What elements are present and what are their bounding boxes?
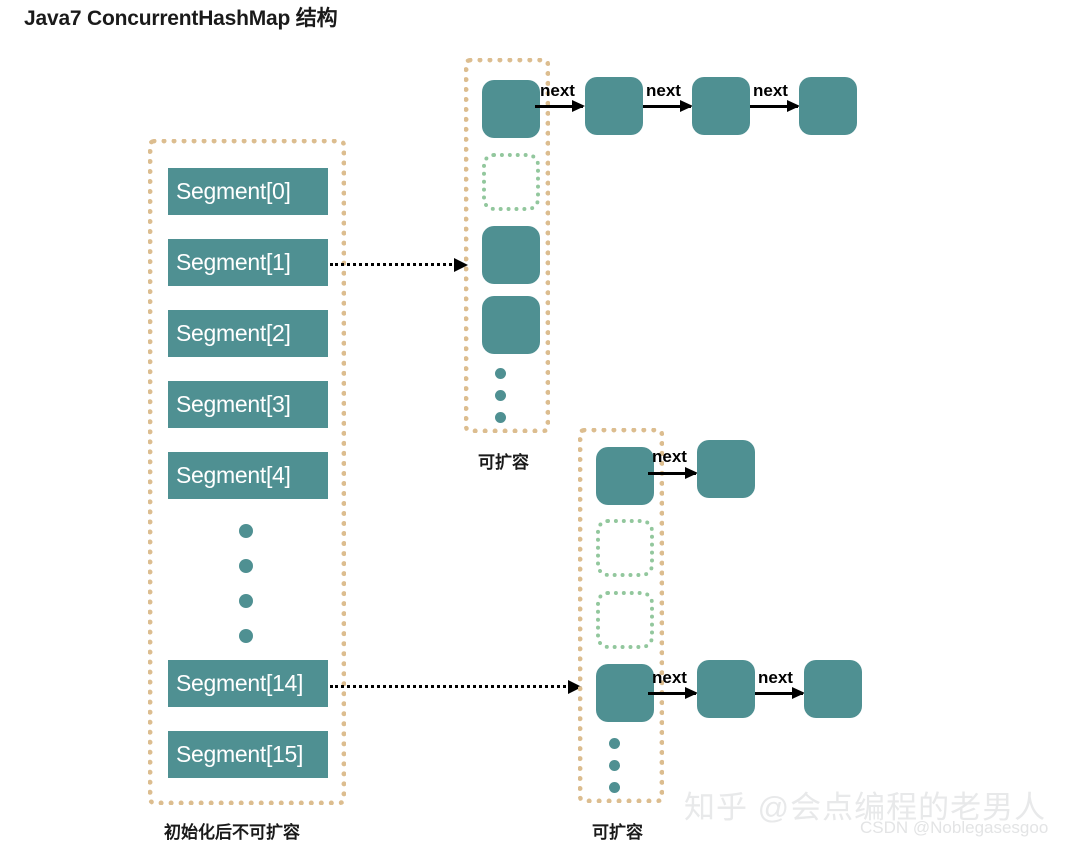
segment-ellipsis-dot [239, 524, 253, 538]
table-b-slot-0-node[interactable] [596, 447, 654, 505]
table-a-next-arrow-2 [750, 100, 800, 112]
table-b-slot-3-node[interactable] [596, 664, 654, 722]
table-b-top-next-label-0: next [652, 447, 687, 466]
table-a-slot-0-node[interactable] [482, 80, 540, 138]
table-a-slot-1-empty [482, 153, 540, 211]
table-a-chain-node-2[interactable] [692, 77, 750, 135]
segment-item-1[interactable]: Segment[1] [168, 239, 328, 286]
table-b-bot-chain-node-2[interactable] [804, 660, 862, 718]
table-a-ellipsis-dot [495, 368, 506, 379]
table-a-slot-3-node[interactable] [482, 296, 540, 354]
table-a-chain-node-3[interactable] [799, 77, 857, 135]
table-b-bot-next-label-0: next [652, 668, 687, 687]
table-a-next-label-1: next [646, 81, 681, 100]
segment-ellipsis-dot [239, 559, 253, 573]
table-b-ellipsis-dot [609, 782, 620, 793]
segment-item-14[interactable]: Segment[14] [168, 660, 328, 707]
table-a-next-arrow-0 [535, 100, 585, 112]
table-a-slot-2-node[interactable] [482, 226, 540, 284]
segment-ellipsis-dot [239, 594, 253, 608]
segment-array-caption: 初始化后不可扩容 [164, 823, 300, 842]
hash-table-b-container [578, 428, 664, 803]
hash-table-a-caption: 可扩容 [478, 453, 529, 472]
table-a-chain-node-1[interactable] [585, 77, 643, 135]
page-title: Java7 ConcurrentHashMap 结构 [24, 7, 338, 30]
segment-item-3[interactable]: Segment[3] [168, 381, 328, 428]
table-b-ellipsis-dot [609, 738, 620, 749]
table-b-ellipsis-dot [609, 760, 620, 771]
table-a-ellipsis-dot [495, 412, 506, 423]
table-b-slot-1-empty [596, 519, 654, 577]
segment-array-container: Segment[0] Segment[1] Segment[2] Segment… [148, 139, 346, 805]
table-b-top-next-arrow-0 [648, 467, 698, 479]
table-b-bot-next-arrow-0 [648, 687, 698, 699]
segment-item-4[interactable]: Segment[4] [168, 452, 328, 499]
table-b-slot-2-empty [596, 591, 654, 649]
hash-table-a-container [464, 58, 550, 433]
hash-table-b-caption: 可扩容 [592, 823, 643, 842]
table-a-next-arrow-1 [643, 100, 693, 112]
segment-item-0[interactable]: Segment[0] [168, 168, 328, 215]
table-b-bot-next-arrow-1 [755, 687, 805, 699]
table-a-next-label-2: next [753, 81, 788, 100]
table-b-bot-next-label-1: next [758, 668, 793, 687]
watermark-csdn: CSDN @Noblegasesgoo [860, 818, 1049, 837]
pointer-arrow-segment1 [330, 258, 468, 272]
segment-ellipsis-dot [239, 629, 253, 643]
segment-item-2[interactable]: Segment[2] [168, 310, 328, 357]
pointer-arrow-segment14 [330, 680, 582, 694]
table-b-bot-chain-node-1[interactable] [697, 660, 755, 718]
table-a-next-label-0: next [540, 81, 575, 100]
table-b-top-chain-node-1[interactable] [697, 440, 755, 498]
segment-item-15[interactable]: Segment[15] [168, 731, 328, 778]
watermark-zhihu: 知乎 @会点编程的老男人 [684, 790, 1047, 825]
table-a-ellipsis-dot [495, 390, 506, 401]
